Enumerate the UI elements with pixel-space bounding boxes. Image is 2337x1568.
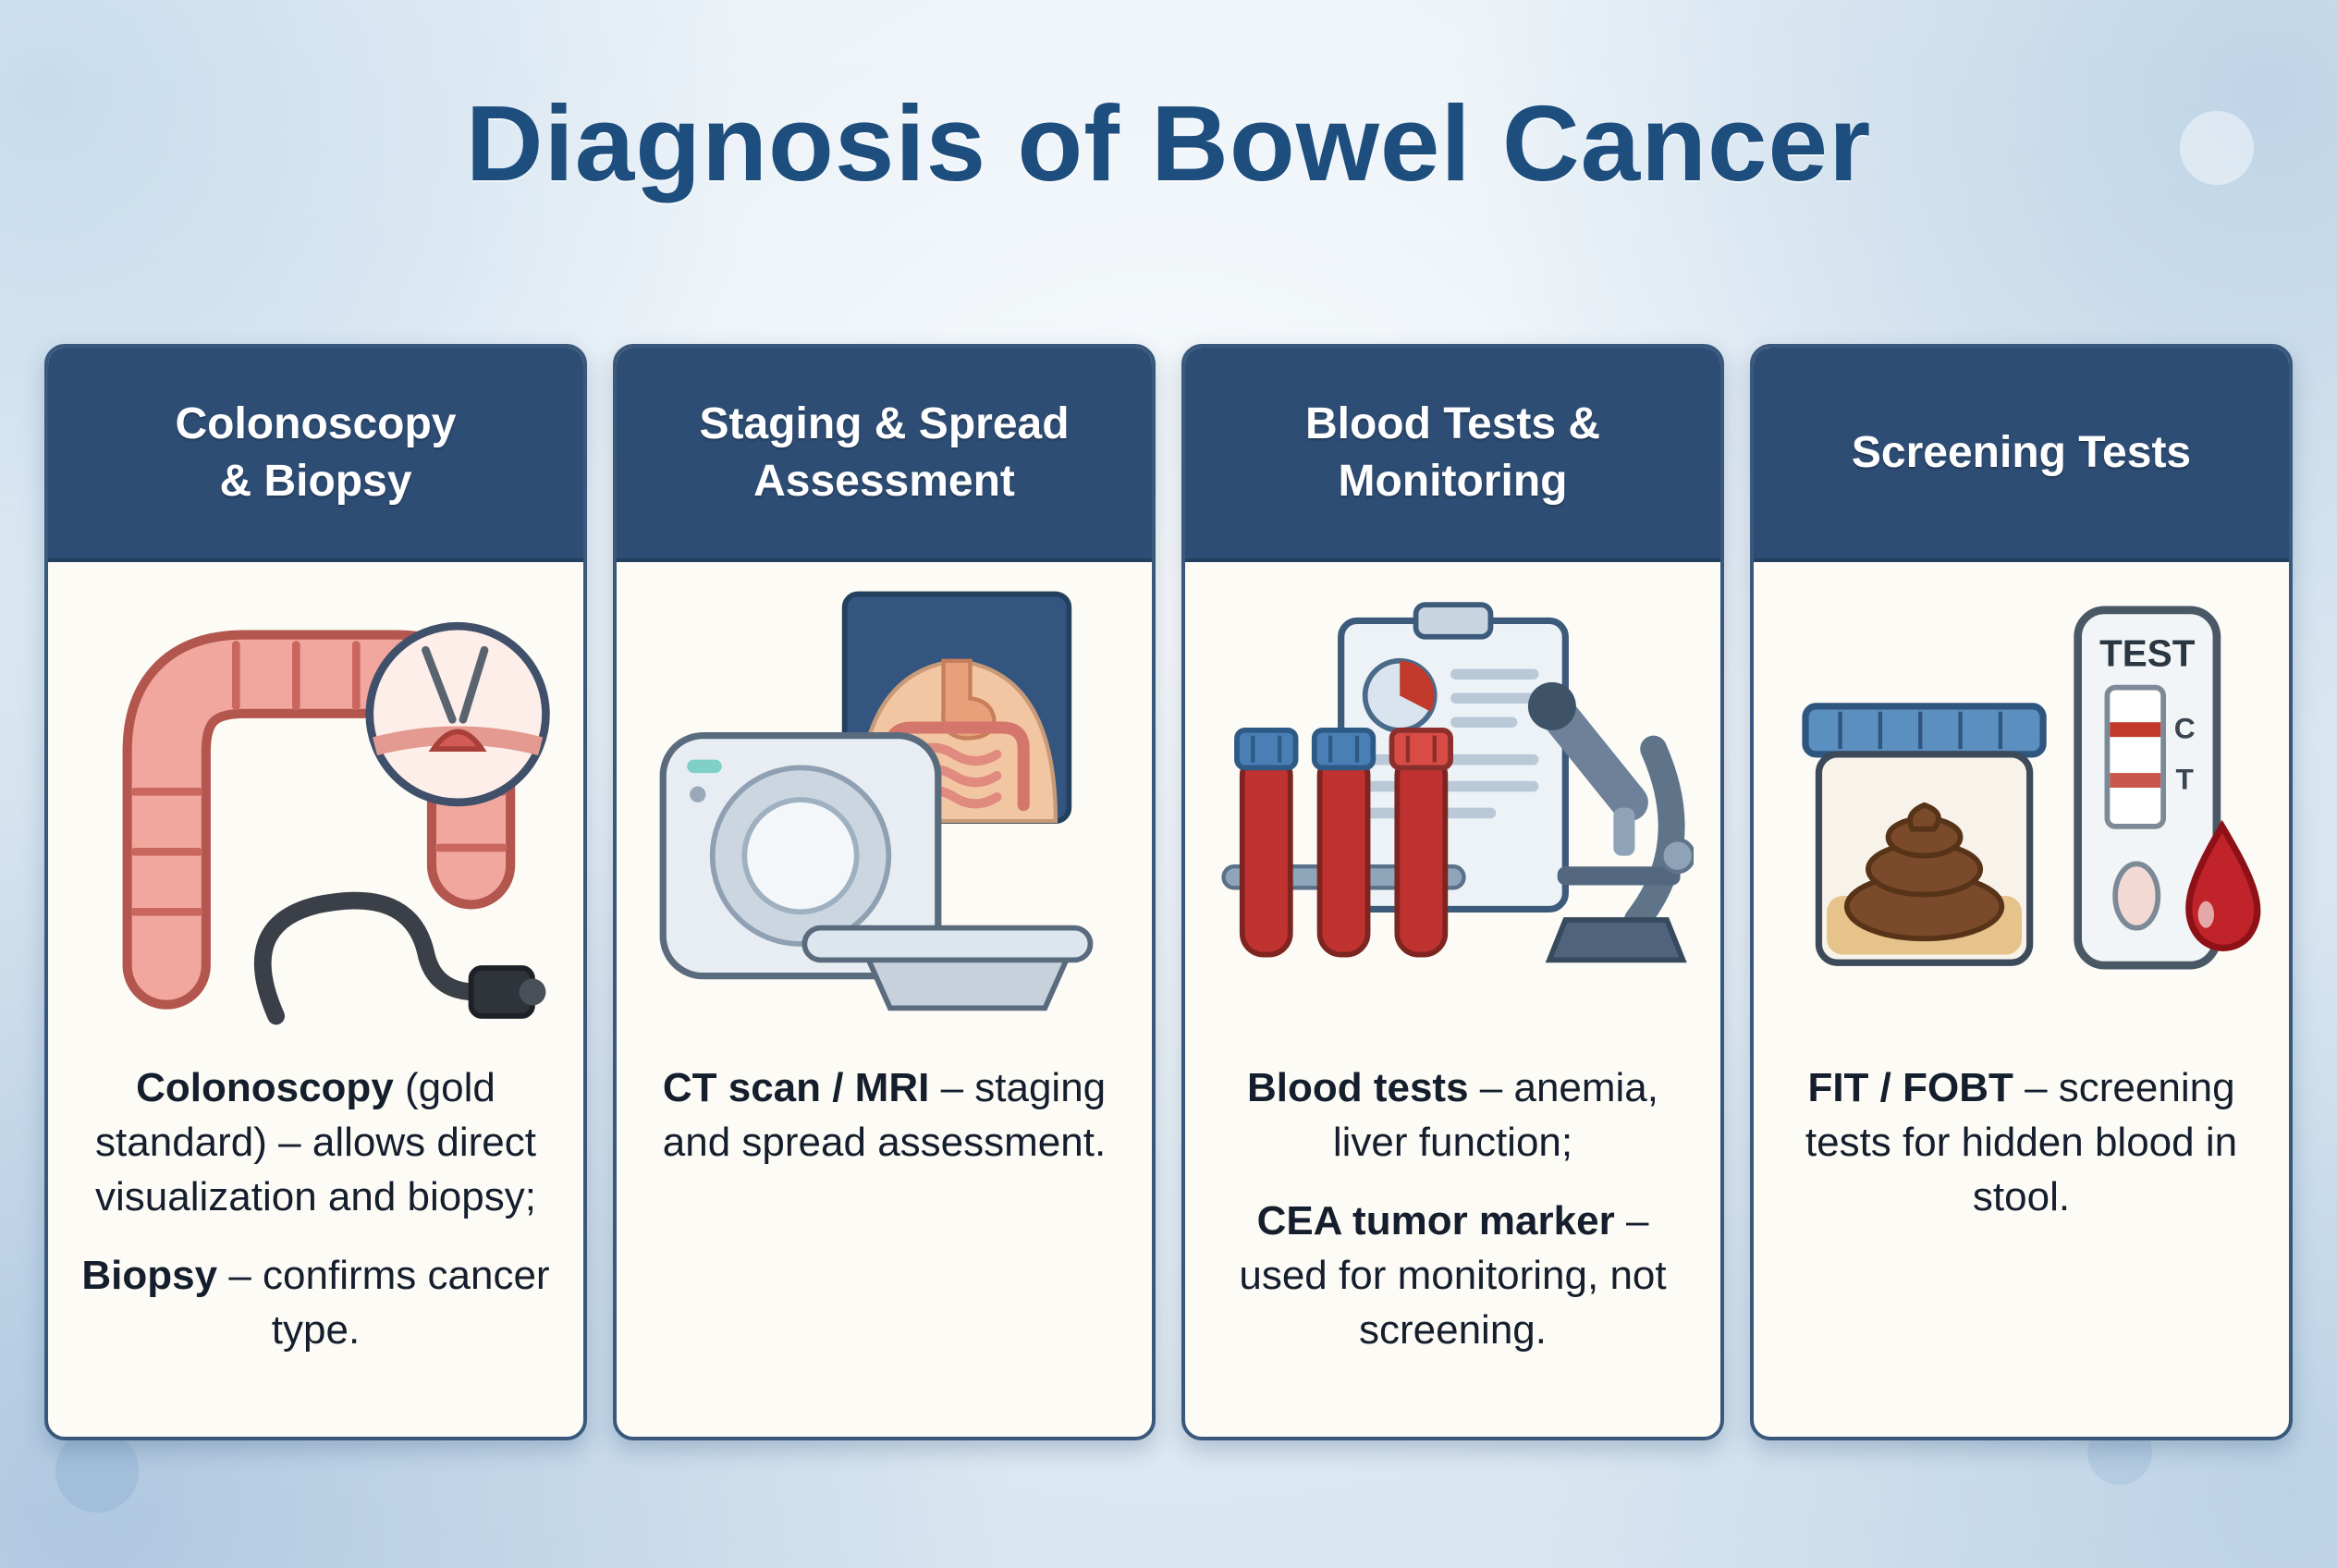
magnifier-circle	[364, 621, 550, 807]
card-blood-tests: Blood Tests & Monitoring	[1181, 344, 1724, 1440]
paragraph: FIT / FOBT – screening tests for hidden …	[1785, 1061, 2257, 1225]
ct-bed	[801, 925, 1093, 1011]
line-t-label: T	[2175, 762, 2194, 795]
card-header-line: & Biopsy	[219, 457, 412, 506]
paragraph-body: – screening tests for hidden blood in st…	[1805, 1065, 2238, 1219]
paragraph: CEA tumor marker – used for monitoring, …	[1217, 1194, 1689, 1358]
page-title: Diagnosis of Bowel Cancer	[465, 83, 1872, 203]
paragraph-lead: Colonoscopy	[136, 1065, 394, 1110]
card-text-colonoscopy: Colonoscopy (gold standard) – allows dir…	[48, 1061, 583, 1382]
cards-row: Colonoscopy & Biopsy	[0, 344, 2337, 1440]
test-line	[2109, 773, 2160, 788]
paragraph-body: – anemia, liver function;	[1332, 1065, 1659, 1165]
stool-icon	[1843, 802, 2004, 942]
ct-scanner-illustration-icon	[659, 591, 1093, 1011]
control-line	[2109, 722, 2160, 738]
card-art-staging	[617, 562, 1152, 1061]
sample-well	[2111, 861, 2160, 931]
card-header-screening: Screening Tests	[1754, 348, 2289, 562]
card-header-staging: Staging & Spread Assessment	[617, 348, 1152, 562]
card-header-blood-tests: Blood Tests & Monitoring	[1185, 348, 1720, 562]
paragraph-lead: FIT / FOBT	[1807, 1065, 2013, 1110]
paragraph-body: (gold standard) – allows direct visualiz…	[95, 1065, 536, 1219]
card-staging-spread: Staging & Spread Assessment	[613, 344, 1156, 1440]
paragraph: Blood tests – anemia, liver function;	[1217, 1061, 1689, 1170]
card-art-screening: TEST C T	[1754, 562, 2289, 1061]
paragraph-body: – staging and spread assessment.	[662, 1065, 1107, 1165]
blood-test-tubes	[1220, 728, 1466, 958]
endoscope-lens	[519, 978, 545, 1006]
card-text-staging: CT scan / MRI – staging and spread asses…	[617, 1061, 1152, 1194]
card-header-colonoscopy: Colonoscopy & Biopsy	[48, 348, 583, 562]
paragraph-lead: Blood tests	[1246, 1065, 1469, 1110]
paragraph-body: – used for monitoring, not screening.	[1239, 1197, 1667, 1353]
card-header-line: Colonoscopy	[175, 398, 457, 448]
line-c-label: C	[2173, 712, 2195, 745]
card-screening-tests: Screening Tests	[1750, 344, 2293, 1440]
card-text-screening: FIT / FOBT – screening tests for hidden …	[1754, 1061, 2289, 1249]
paragraph: Colonoscopy (gold standard) – allows dir…	[80, 1061, 552, 1225]
ct-gantry	[659, 732, 941, 980]
microscope	[1527, 681, 1694, 963]
blood-drop-icon	[2184, 819, 2260, 951]
stool-sample-container	[1801, 703, 2047, 966]
paragraph-lead: CT scan / MRI	[662, 1065, 930, 1110]
biopsy-snare	[421, 645, 488, 724]
paragraph: CT scan / MRI – staging and spread asses…	[648, 1061, 1120, 1170]
blood-tests-microscope-illustration-icon	[1220, 602, 1694, 963]
card-art-blood-tests	[1185, 562, 1720, 1061]
card-colonoscopy-biopsy: Colonoscopy & Biopsy	[44, 344, 587, 1440]
card-art-colonoscopy	[48, 562, 583, 1061]
card-header-line: Assessment	[753, 457, 1015, 506]
paragraph: Biopsy – confirms cancer type.	[80, 1249, 552, 1358]
paragraph-body: – confirms cancer type.	[217, 1252, 550, 1353]
bokeh-decoration	[2180, 111, 2254, 185]
colonoscopy-illustration-icon	[122, 621, 550, 1025]
stool-sample-fit-test-illustration-icon: TEST C T	[1801, 606, 2260, 970]
card-header-line: Blood Tests &	[1304, 398, 1601, 448]
bokeh-decoration	[55, 1429, 139, 1513]
card-header-line: Staging & Spread	[699, 398, 1070, 448]
fit-test-cassette: TEST C T	[2073, 606, 2221, 970]
endoscope-cable	[253, 891, 485, 1025]
card-header-line: Monitoring	[1338, 457, 1568, 506]
paragraph-lead: CEA tumor marker	[1256, 1197, 1615, 1243]
paragraph-lead: Biopsy	[81, 1252, 218, 1298]
card-text-blood-tests: Blood tests – anemia, liver function; CE…	[1185, 1061, 1720, 1382]
card-header-line: Screening Tests	[1851, 427, 2192, 477]
test-label: TEST	[2099, 632, 2196, 675]
polyp	[428, 729, 487, 752]
